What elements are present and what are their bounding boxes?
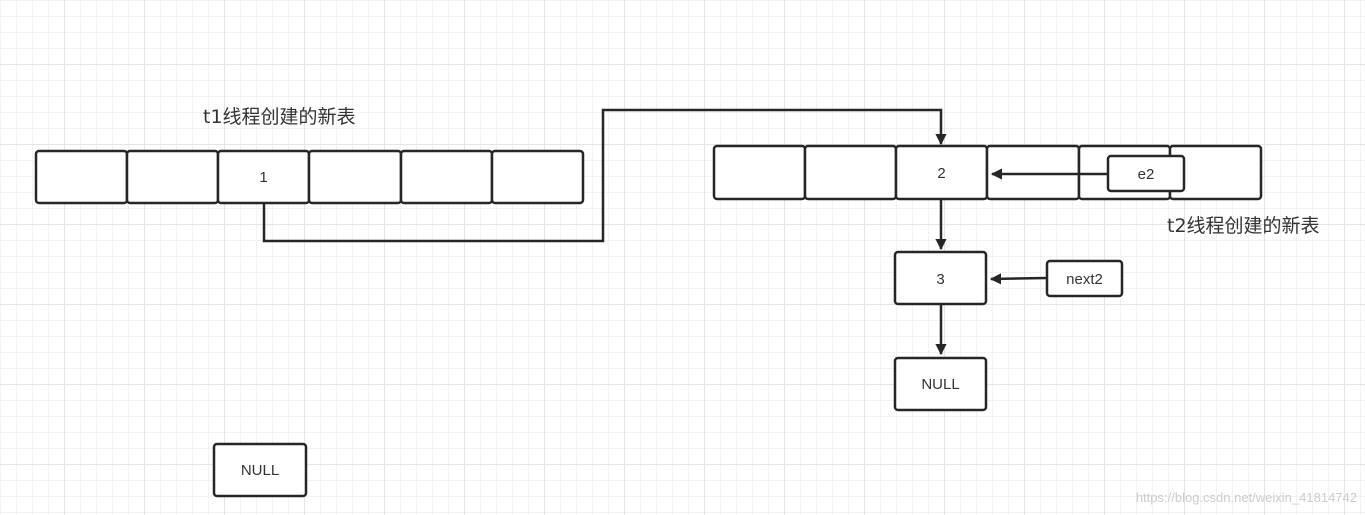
null-right-box bbox=[893, 356, 988, 412]
t1-table-title: t1线程创建的新表 bbox=[203, 106, 356, 128]
next2-node: next2 bbox=[1045, 259, 1124, 298]
t2-bucket-2-label: 2 bbox=[937, 165, 945, 182]
rehash-link-arrow bbox=[262, 108, 947, 243]
t1-bucket-5 bbox=[490, 149, 585, 205]
null-node-left: NULL bbox=[212, 442, 308, 498]
node-3: 3 bbox=[893, 250, 988, 306]
e2-label: e2 bbox=[1138, 166, 1155, 183]
t1-bucket-1 bbox=[125, 149, 220, 205]
next2-label: next2 bbox=[1066, 271, 1103, 288]
e2-box bbox=[1106, 154, 1186, 193]
next2-pointer-arrow bbox=[989, 273, 1048, 285]
null-left-box bbox=[212, 442, 308, 498]
t1-bucket-0 bbox=[34, 149, 129, 205]
null-right-label: NULL bbox=[921, 376, 959, 393]
null-node-right: NULL bbox=[893, 356, 988, 412]
t1-bucket-2-label: 1 bbox=[259, 169, 267, 186]
t2-bucket-1 bbox=[803, 144, 898, 201]
node-3-label: 3 bbox=[936, 271, 944, 288]
t2-bucket-0 bbox=[712, 144, 807, 201]
t1-bucket-3 bbox=[307, 149, 403, 205]
t2-table-title: t2线程创建的新表 bbox=[1167, 215, 1320, 237]
next2-box bbox=[1045, 259, 1124, 298]
node-3-box bbox=[893, 250, 988, 306]
watermark-text: https://blog.csdn.net/weixin_41814742 bbox=[1136, 490, 1357, 505]
null-left-label: NULL bbox=[241, 462, 279, 479]
e2-node: e2 bbox=[1106, 154, 1186, 193]
t2-bucket-3 bbox=[985, 144, 1081, 201]
t1-table: 1 bbox=[34, 149, 585, 205]
t1-bucket-4 bbox=[399, 149, 494, 205]
